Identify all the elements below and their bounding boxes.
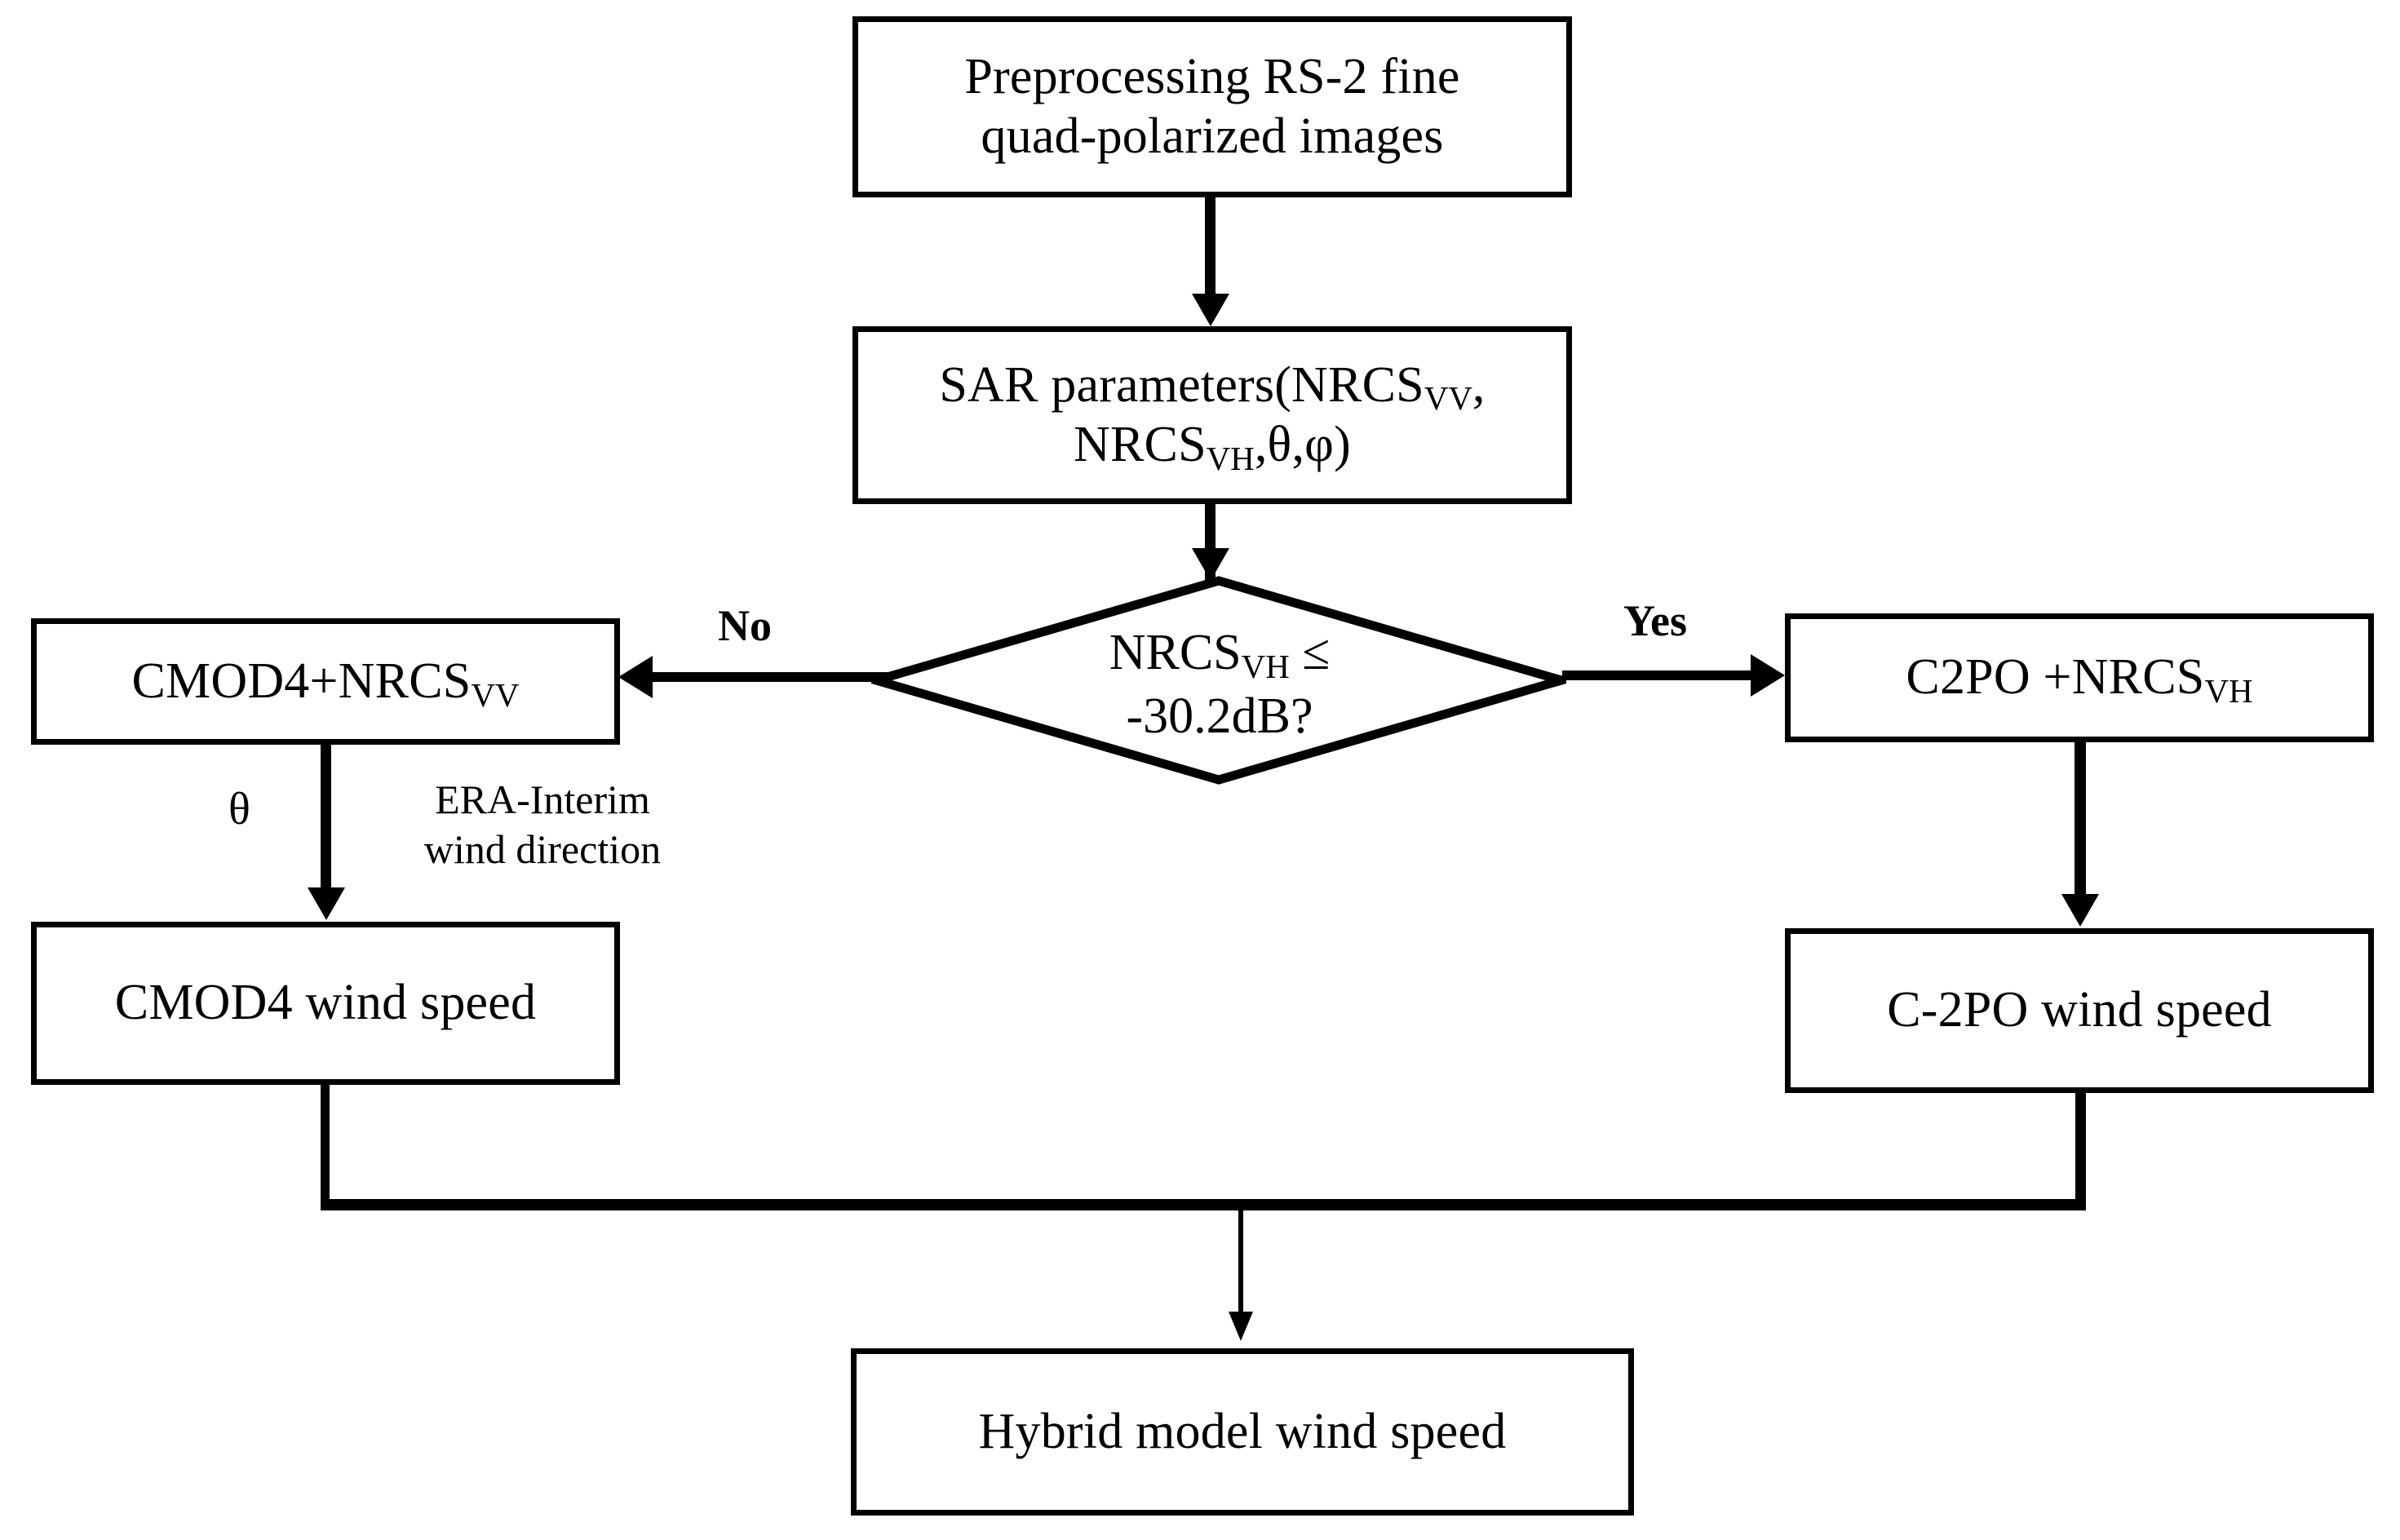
node-sar-parameters-text: SAR parameters(NRCSVV, NRCSVH,θ,φ) — [858, 356, 1566, 477]
edge-label-theta: θ — [228, 784, 250, 834]
connector-cmod4-select-to-wind-speed — [321, 745, 331, 892]
node-preprocessing-rs2: Preprocessing RS-2 fine quad-polarized i… — [852, 16, 1572, 197]
node-cmod4-plus-nrcs-vv-text: CMOD4+NRCSVV — [37, 652, 614, 714]
sar-line-1-subscript: VV — [1424, 380, 1472, 418]
node-c2po-wind-speed: C-2PO wind speed — [1785, 928, 2374, 1093]
sar-line-1a: SAR parameters(NRCS — [939, 356, 1424, 413]
node-preprocessing-rs2-text: Preprocessing RS-2 fine quad-polarized i… — [858, 47, 1566, 166]
c2po-select-text: C2PO +NRCS — [1906, 649, 2205, 706]
node-decision-nrcs-threshold — [871, 576, 1566, 785]
arrowhead-c2po-wind-speed — [2061, 894, 2099, 927]
sar-line-2-subscript: VH — [1206, 440, 1255, 477]
arrowhead-hybrid-wind-speed — [1229, 1312, 1253, 1341]
edge-label-yes: Yes — [1623, 596, 1687, 645]
node-cmod4-plus-nrcs-vv: CMOD4+NRCSVV — [31, 618, 620, 745]
merge-bus-horizontal — [321, 1199, 2086, 1210]
cmod4-select-subscript: VV — [471, 676, 520, 714]
decision-diamond-shape — [871, 576, 1566, 785]
connector-decision-to-cmod4-select — [653, 672, 889, 682]
sar-line-1b: , — [1472, 356, 1486, 413]
connector-bus-to-hybrid — [1238, 1210, 1243, 1331]
node-c2po-wind-speed-text: C-2PO wind speed — [1887, 982, 2272, 1038]
node-cmod4-wind-speed-text: CMOD4 wind speed — [114, 975, 537, 1031]
arrowhead-no-branch — [618, 656, 653, 698]
connector-preprocess-to-sar — [1205, 197, 1215, 295]
connector-decision-to-c2po-select — [1562, 670, 1751, 680]
arrowhead-cmod4-wind-speed — [308, 887, 345, 920]
connector-c2po-ws-down-to-bus — [2075, 1093, 2086, 1209]
connector-cmod4-ws-down-to-bus — [321, 1085, 330, 1207]
preprocess-line-2: quad-polarized images — [981, 108, 1444, 164]
connector-c2po-select-to-wind-speed — [2075, 742, 2086, 899]
c2po-select-subscript: VH — [2204, 673, 2253, 710]
preprocess-line-1: Preprocessing RS-2 fine — [964, 48, 1460, 104]
node-cmod4-wind-speed: CMOD4 wind speed — [31, 922, 620, 1085]
arrowhead-preprocess-to-sar — [1192, 294, 1229, 326]
edge-label-no: No — [718, 601, 772, 650]
node-hybrid-model-wind-speed-text: Hybrid model wind speed — [978, 1403, 1507, 1459]
node-c2po-plus-nrcs-vh: C2PO +NRCSVH — [1785, 613, 2374, 742]
arrowhead-sar-to-decision — [1192, 548, 1229, 581]
arrowhead-yes-branch — [1751, 654, 1785, 697]
node-sar-parameters: SAR parameters(NRCSVV, NRCSVH,θ,φ) — [852, 326, 1572, 504]
node-c2po-plus-nrcs-vh-text: C2PO +NRCSVH — [1791, 648, 2368, 710]
cmod4-select-text: CMOD4+NRCS — [131, 653, 472, 709]
sar-line-2a: NRCS — [1074, 417, 1207, 472]
sar-line-2b: ,θ,φ) — [1254, 417, 1351, 472]
node-hybrid-model-wind-speed: Hybrid model wind speed — [851, 1348, 1634, 1516]
edge-label-era-interim-wind-direction: ERA-Interim wind direction — [423, 777, 662, 872]
